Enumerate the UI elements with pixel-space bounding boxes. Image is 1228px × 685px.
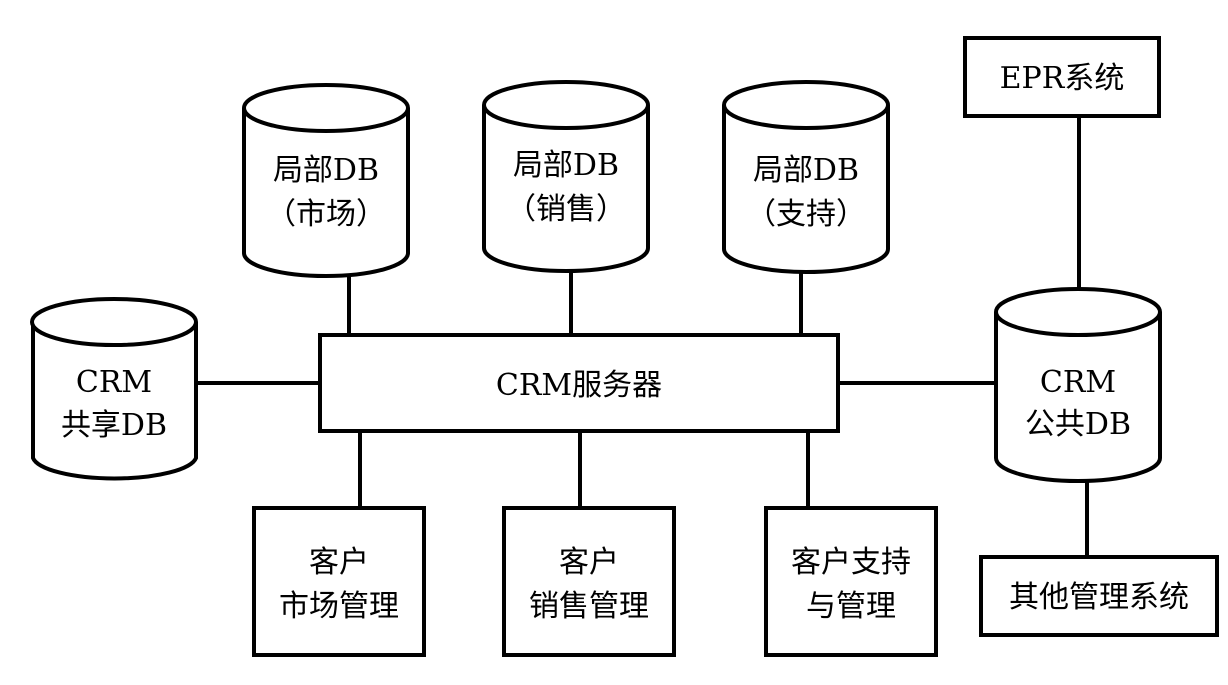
- db-shared-label-1: CRM: [76, 365, 152, 400]
- db-market: [242, 83, 410, 278]
- mgmt-market-label-1: 客户: [309, 545, 369, 580]
- db-market-label-2: （市场）: [266, 197, 386, 232]
- db-public: [994, 287, 1162, 483]
- mgmt-support-label-1: 客户支持: [791, 545, 911, 580]
- db-public-label-2: 公共DB: [1025, 407, 1131, 442]
- mgmt-market-label-2: 市场管理: [279, 589, 399, 624]
- mgmt-market-box: [252, 506, 426, 657]
- db-sales-label-2: （销售）: [506, 192, 626, 227]
- server-label: CRM服务器: [496, 368, 662, 403]
- db-support-label-2: （支持）: [746, 197, 866, 232]
- mgmt-support-label-2: 与管理: [806, 589, 896, 624]
- db-sales-label-1: 局部DB: [513, 148, 619, 183]
- mgmt-sales-label-2: 销售管理: [529, 589, 649, 624]
- epr-label: EPR系统: [1000, 61, 1125, 96]
- db-shared-label-2: 共享DB: [61, 408, 167, 443]
- db-public-label-1: CRM: [1040, 365, 1116, 400]
- db-support-label-1: 局部DB: [753, 153, 859, 188]
- db-sales: [482, 80, 650, 273]
- mgmt-sales-label-1: 客户: [559, 545, 619, 580]
- epr-box: [963, 36, 1161, 118]
- db-market-label-1: 局部DB: [273, 153, 379, 188]
- other-box: [979, 555, 1219, 637]
- db-support: [722, 80, 890, 274]
- server-box: [318, 333, 840, 433]
- db-shared: [30, 297, 198, 481]
- mgmt-sales-box: [502, 506, 676, 657]
- mgmt-support-box: [764, 506, 938, 657]
- other-label: 其他管理系统: [1009, 580, 1189, 615]
